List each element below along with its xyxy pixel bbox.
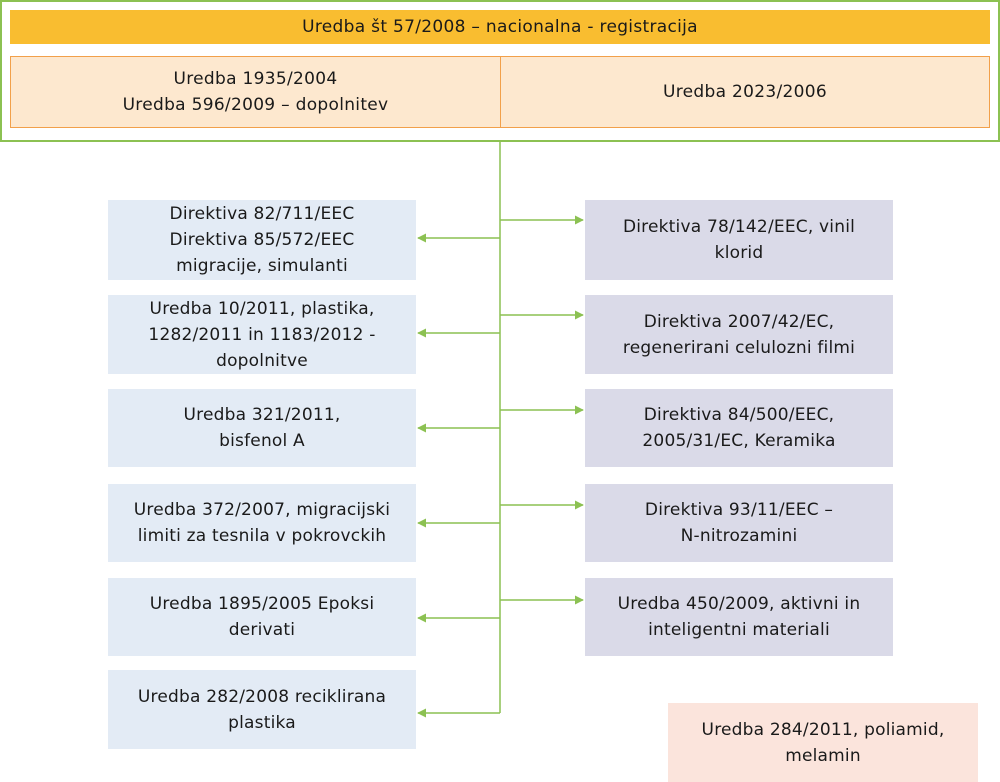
left-box-4-line-2: limiti za tesnila v pokrovckih <box>137 526 387 546</box>
right-box-4-line-2: N-nitrozamini <box>680 526 798 546</box>
right-box-3-line-2: 2005/31/EC, Keramika <box>642 431 836 451</box>
left-box-2-line-1: Uredba 10/2011, plastika, <box>149 298 375 319</box>
left-box-3-line-2: bisfenol A <box>219 431 305 451</box>
left-box-3-line-1: Uredba 321/2011, <box>183 405 341 425</box>
right-box-2-line-2: regenerirani celulozni filmi <box>622 337 856 358</box>
left-box-1-line-2: Direktiva 85/572/EEC <box>169 230 355 250</box>
left-box-2: Uredba 10/2011, plastika, 1282/2011 in 1… <box>108 295 416 374</box>
left-box-2-line-2: 1282/2011 in 1183/2012 - <box>148 324 376 345</box>
left-box-5-line-1: Uredba 1895/2005 Epoksi <box>149 594 375 614</box>
right-box-2-line-1: Direktiva 2007/42/EC, <box>643 311 835 332</box>
right-box-2: Direktiva 2007/42/EC, regenerirani celul… <box>585 295 893 374</box>
left-box-5-line-2: derivati <box>228 620 296 640</box>
left-box-6-line-1: Uredba 282/2008 reciklirana <box>137 686 387 707</box>
banner-regulation: Uredba št 57/2008 – nacionalna - registr… <box>10 10 990 44</box>
left-box-1-line-1: Direktiva 82/711/EEC <box>169 204 355 224</box>
left-box-4: Uredba 372/2007, migracijski limiti za t… <box>108 484 416 562</box>
left-box-2-line-3: dopolnitve <box>216 350 308 371</box>
right-box-1-line-2: klorid <box>714 243 764 263</box>
extra-box: Uredba 284/2011, poliamid, melamin <box>668 703 978 782</box>
right-box-3-line-1: Direktiva 84/500/EEC, <box>643 405 835 425</box>
extra-box-line-2: melamin <box>785 745 861 766</box>
header-left-line-1: Uredba 1935/2004 <box>173 69 338 89</box>
header-left-cell: Uredba 1935/2004 Uredba 596/2009 – dopol… <box>10 56 501 128</box>
header-frame <box>0 0 1000 142</box>
right-box-4: Direktiva 93/11/EEC – N-nitrozamini <box>585 484 893 562</box>
left-box-1: Direktiva 82/711/EEC Direktiva 85/572/EE… <box>108 200 416 280</box>
right-box-3: Direktiva 84/500/EEC, 2005/31/EC, Kerami… <box>585 389 893 467</box>
left-box-3: Uredba 321/2011, bisfenol A <box>108 389 416 467</box>
right-box-5: Uredba 450/2009, aktivni in inteligentni… <box>585 578 893 656</box>
header-right-line-1: Uredba 2023/2006 <box>663 82 827 102</box>
left-box-6-line-2: plastika <box>228 712 296 733</box>
right-box-5-line-1: Uredba 450/2009, aktivni in <box>617 594 861 614</box>
left-box-6: Uredba 282/2008 reciklirana plastika <box>108 670 416 749</box>
extra-box-line-1: Uredba 284/2011, poliamid, <box>701 719 945 740</box>
header-right-cell: Uredba 2023/2006 <box>500 56 990 128</box>
right-box-1: Direktiva 78/142/EEC, vinil klorid <box>585 200 893 280</box>
header-left-line-2: Uredba 596/2009 – dopolnitev <box>122 95 389 115</box>
left-box-4-line-1: Uredba 372/2007, migracijski <box>133 500 391 520</box>
left-box-1-line-3: migracije, simulanti <box>176 256 348 276</box>
left-box-5: Uredba 1895/2005 Epoksi derivati <box>108 578 416 656</box>
right-box-5-line-2: inteligentni materiali <box>648 620 830 640</box>
right-box-4-line-1: Direktiva 93/11/EEC – <box>644 500 834 520</box>
right-box-1-line-1: Direktiva 78/142/EEC, vinil <box>622 217 856 237</box>
